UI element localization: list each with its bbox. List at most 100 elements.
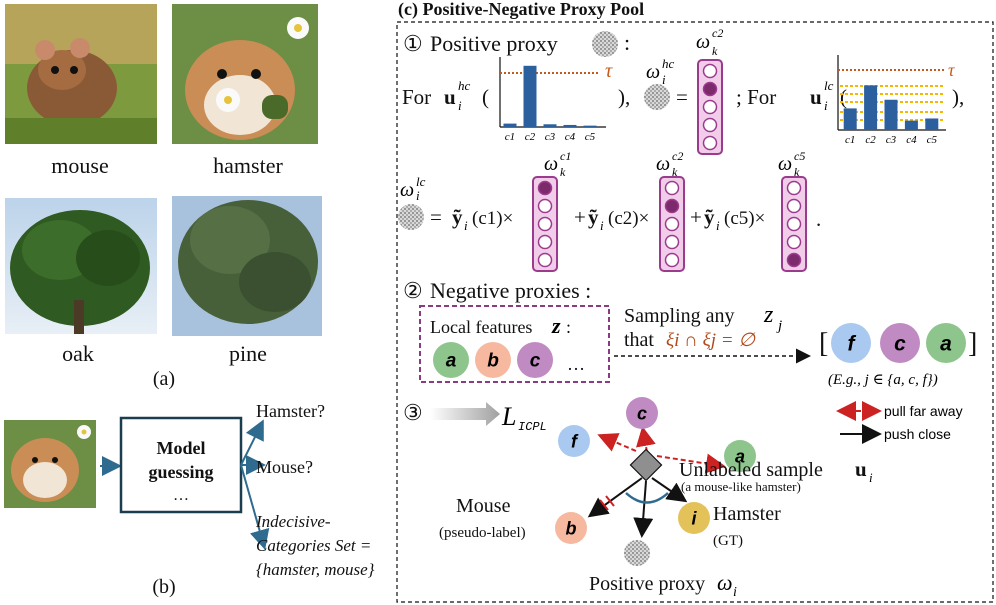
pine-label: pine	[229, 341, 267, 366]
unlabeled-u: u	[855, 457, 867, 481]
unlabeled-u-sub: i	[869, 470, 873, 485]
omega-k-c5-sub: k	[794, 165, 800, 179]
step3-number: ③	[403, 400, 423, 425]
proxy-vector-c2	[697, 59, 723, 155]
mouse-target-label: Mouse	[456, 495, 511, 517]
hamster-guess: Hamster?	[256, 401, 325, 421]
term-c2: (c2)×	[608, 208, 649, 229]
feature-circle-b-letter: b	[487, 351, 499, 372]
y-tilde-3-sub: i	[716, 218, 720, 233]
plus-2: +	[690, 205, 702, 229]
mouse-label: mouse	[51, 153, 108, 178]
local-features-label: Local features	[430, 317, 532, 337]
omega-hc-sup: hc	[662, 56, 675, 71]
hamster-photo	[172, 4, 318, 144]
u-hc-u: u	[444, 85, 456, 109]
plus-1: +	[574, 205, 586, 229]
loss-circle-f-letter: f	[571, 431, 579, 451]
sampling-z: z	[763, 302, 774, 328]
pine-photo	[172, 196, 322, 336]
chart2-bar-c2	[864, 85, 878, 130]
loss-arrow-icon	[430, 402, 500, 426]
omega-k-c2-sup: c2	[712, 26, 723, 40]
y-tilde-1-sub: i	[464, 218, 468, 233]
vec-c2-top-slot-1	[702, 63, 718, 79]
hamster-target-label: Hamster	[713, 503, 781, 525]
mouse-photo	[5, 4, 157, 144]
positive-proxy-omega: ω	[717, 570, 733, 595]
equals-2: =	[430, 205, 442, 229]
chart1-bar-c2	[523, 65, 537, 127]
u-hc-sub: i	[458, 98, 462, 113]
vec-c5-slot-4	[786, 234, 802, 250]
paren-open-2: (	[840, 85, 847, 109]
push-arrow-b	[587, 477, 643, 518]
vec-c2-top-slot-2	[702, 81, 718, 97]
term-c1: (c1)×	[472, 208, 513, 229]
omega-k-c2-b-sup: c2	[672, 149, 683, 163]
feature-circle-c-letter: c	[530, 351, 541, 372]
arrow-hamster	[240, 419, 264, 466]
feature-circle-c	[517, 342, 553, 378]
loss-circle-a	[724, 440, 756, 472]
omega-lc-sub: i	[416, 188, 420, 203]
indecisive-line2: Categories Set =	[256, 536, 371, 555]
pull-arrow-a	[656, 453, 726, 474]
omega-k-c2-b-sub: k	[672, 165, 678, 179]
loss-circle-b	[555, 512, 587, 544]
chart1-tick-c4: c4	[565, 131, 576, 143]
arrow-indecisive	[240, 464, 270, 550]
negative-circle-c	[880, 323, 920, 363]
chart1-bar-c1	[503, 123, 517, 127]
y-tilde-3: ỹ	[704, 205, 715, 229]
step2-title: Negative proxies :	[430, 278, 591, 303]
positive-proxy-label: Positive proxy	[589, 573, 705, 595]
negative-circle-c-letter: c	[894, 332, 906, 355]
chart1-bar-c5	[583, 125, 597, 127]
feature-circle-a	[433, 342, 469, 378]
omega-k-c5-sup: c5	[794, 149, 805, 163]
chart1-bar-c3	[543, 124, 557, 127]
equals-1: =	[676, 85, 688, 109]
vec-c1-slot-4	[537, 234, 553, 250]
y-tilde-1: ỹ	[452, 205, 463, 229]
cut-mark-1	[599, 499, 609, 511]
cut-mark-2	[605, 495, 615, 507]
feature-circle-b	[475, 342, 511, 378]
chart1-tick-c3: c3	[545, 131, 556, 143]
omega-hc-grain-icon	[644, 84, 670, 110]
loss-circle-f	[558, 425, 590, 457]
omega-lc: ω	[400, 179, 414, 201]
vec-c2-top-slot-5	[702, 135, 718, 151]
mouse-like-label: (a mouse-like hamster)	[681, 479, 801, 494]
chart1-bar-c4	[563, 124, 577, 127]
model-guessing-box	[119, 416, 243, 514]
u-lc-sub: i	[824, 98, 828, 113]
y-tilde-2: ỹ	[588, 205, 599, 229]
chart2-tick-c3: c3	[886, 134, 897, 146]
pull-arrow-f	[597, 433, 637, 452]
y-tilde-2-sub: i	[600, 218, 604, 233]
u-lc-sup: lc	[824, 78, 834, 93]
oak-photo	[5, 198, 157, 334]
hamster-photo-small	[4, 420, 96, 508]
local-features-ellipsis: …	[567, 354, 585, 374]
vec-c2-slot-4	[664, 234, 680, 250]
legend-push-label: push close	[884, 426, 951, 442]
vec-c5-slot-2	[786, 198, 802, 214]
xi-condition: ξi ∩ ξj = ∅	[666, 330, 756, 351]
chart1-tick-c2: c2	[525, 131, 536, 143]
push-arrow-i	[651, 477, 688, 503]
omega-k-c2-b: ω	[656, 153, 670, 175]
chart2-tick-c2: c2	[865, 134, 876, 146]
panel-a: mouse hamster oak	[5, 4, 322, 390]
guessing-label: guessing	[148, 462, 213, 482]
vec-c5-slot-3	[786, 216, 802, 232]
proxy-vector-c2-eq	[659, 176, 685, 272]
paren-close-2: ),	[952, 85, 964, 109]
chart2-bar-c1	[843, 108, 857, 130]
negative-circle-f	[831, 323, 871, 363]
